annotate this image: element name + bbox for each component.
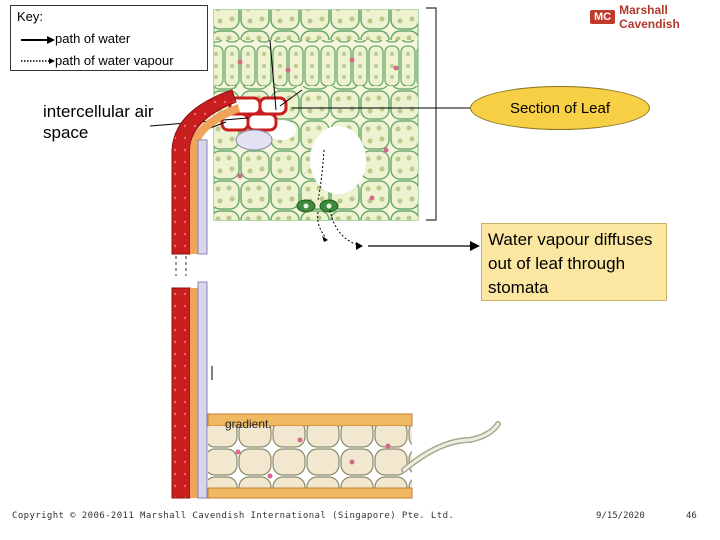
intercellular-air-space-label: intercellular air space: [43, 102, 154, 142]
tube-upper: [197, 139, 208, 255]
tube-lower: [197, 281, 208, 499]
key-title: Key:: [17, 9, 44, 24]
logo-mark-icon: MC: [590, 10, 616, 24]
vapour-diffusion-label: Water vapour diffuses out of leaf throug…: [488, 230, 653, 297]
vapour-path-arrows: [317, 149, 363, 247]
key-water-label: path of water: [55, 31, 131, 46]
root-section: [207, 413, 501, 499]
upper-epidermis: [214, 10, 418, 40]
phloem-lower: [190, 288, 198, 498]
phloem-upper: [190, 104, 240, 254]
leaf-section: [209, 9, 419, 250]
root-band-bottom: [207, 487, 413, 499]
publisher-logo: MC Marshall Cavendish: [590, 3, 720, 31]
section-of-leaf-label: Section of Leaf: [509, 99, 611, 117]
solid-arrow-icon: [21, 36, 55, 44]
footer-copyright: Copyright © 2006-2011 Marshall Cavendish…: [12, 511, 455, 521]
stoma-guard-cells: [296, 199, 339, 213]
root-hair-inner: [402, 422, 500, 472]
root-cortex: [208, 426, 412, 488]
xylem-vessel-lower: [171, 287, 191, 499]
dotted-arrow-icon: [21, 58, 55, 64]
xylem-vessel-upper: [171, 89, 237, 255]
lower-epidermis: [214, 194, 418, 220]
vein-xylem-cells: [220, 96, 288, 151]
stem-upper-vessels: [171, 89, 240, 276]
stem-lower-vessels: [171, 281, 213, 499]
gradient-label: gradient.: [225, 417, 272, 431]
key-vapour-label: path of water vapour: [55, 53, 174, 68]
leaf-bracket: [426, 7, 437, 221]
vapour-arrow-head: [470, 241, 480, 251]
vapour-arrowheads: [322, 236, 363, 250]
palisade-layer: [214, 40, 418, 86]
intercellular-air-space: [310, 126, 366, 194]
footer-page-number: 46: [686, 511, 697, 521]
key-box: Key: path of water path of water vapour: [10, 5, 208, 71]
footer-date: 9/15/2020: [596, 511, 645, 521]
logo-text: Marshall Cavendish: [619, 3, 680, 31]
vapour-diffusion-box: Water vapour diffuses out of leaf throug…: [481, 223, 667, 301]
section-of-leaf-oval: Section of Leaf: [470, 86, 650, 130]
root-hair: [401, 421, 501, 473]
root-nuclei: [235, 437, 391, 479]
